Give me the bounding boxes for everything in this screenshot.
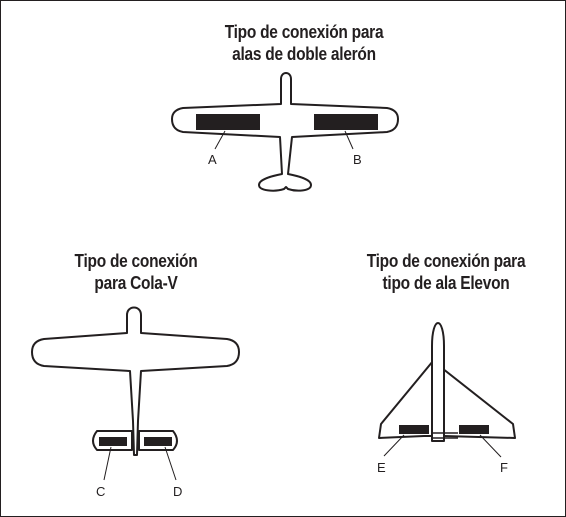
dual-aileron-title-line1: Tipo de conexión para xyxy=(224,22,384,42)
label-a: A xyxy=(208,152,217,167)
elevon-title-line2: tipo de ala Elevon xyxy=(382,273,510,293)
leader-line-b xyxy=(344,130,354,150)
ruddervator-servo-d xyxy=(144,437,172,446)
label-e: E xyxy=(377,460,386,475)
dual-aileron-title-line2: alas de doble alerón xyxy=(232,44,376,64)
v-tail-title-line1: Tipo de conexión xyxy=(74,251,198,271)
v-tail-airplane: C D xyxy=(31,306,240,499)
label-f: F xyxy=(500,460,508,475)
elevon-servo-f xyxy=(459,425,489,434)
aileron-servo-a xyxy=(196,114,260,130)
elevon-servo-e xyxy=(399,425,429,434)
label-c: C xyxy=(96,484,105,499)
leader-line-e xyxy=(383,434,405,457)
v-tail-airplane-outline xyxy=(31,306,240,456)
aileron-servo-b xyxy=(314,114,378,130)
v-tail-title: Tipo de conexión para Cola-V xyxy=(50,250,222,294)
leader-line-f xyxy=(479,434,502,458)
dual-aileron-airplane: A B xyxy=(171,72,399,192)
elevon-title: Tipo de conexión para tipo de ala Elevon xyxy=(347,250,545,294)
leader-line-a xyxy=(214,130,226,150)
elevon-flying-wing: E F xyxy=(377,322,516,475)
dual-aileron-title: Tipo de conexión para alas de doble aler… xyxy=(201,21,407,65)
label-d: D xyxy=(173,484,182,499)
label-b: B xyxy=(353,152,362,167)
leader-line-c xyxy=(103,446,112,481)
v-tail-title-line2: para Cola-V xyxy=(94,273,178,293)
ruddervator-servo-c xyxy=(99,437,127,446)
elevon-title-line1: Tipo de conexión para xyxy=(366,251,526,271)
dual-aileron-airplane-outline xyxy=(171,72,399,192)
elevon-fuselage xyxy=(431,322,445,442)
leader-line-d xyxy=(164,446,177,481)
